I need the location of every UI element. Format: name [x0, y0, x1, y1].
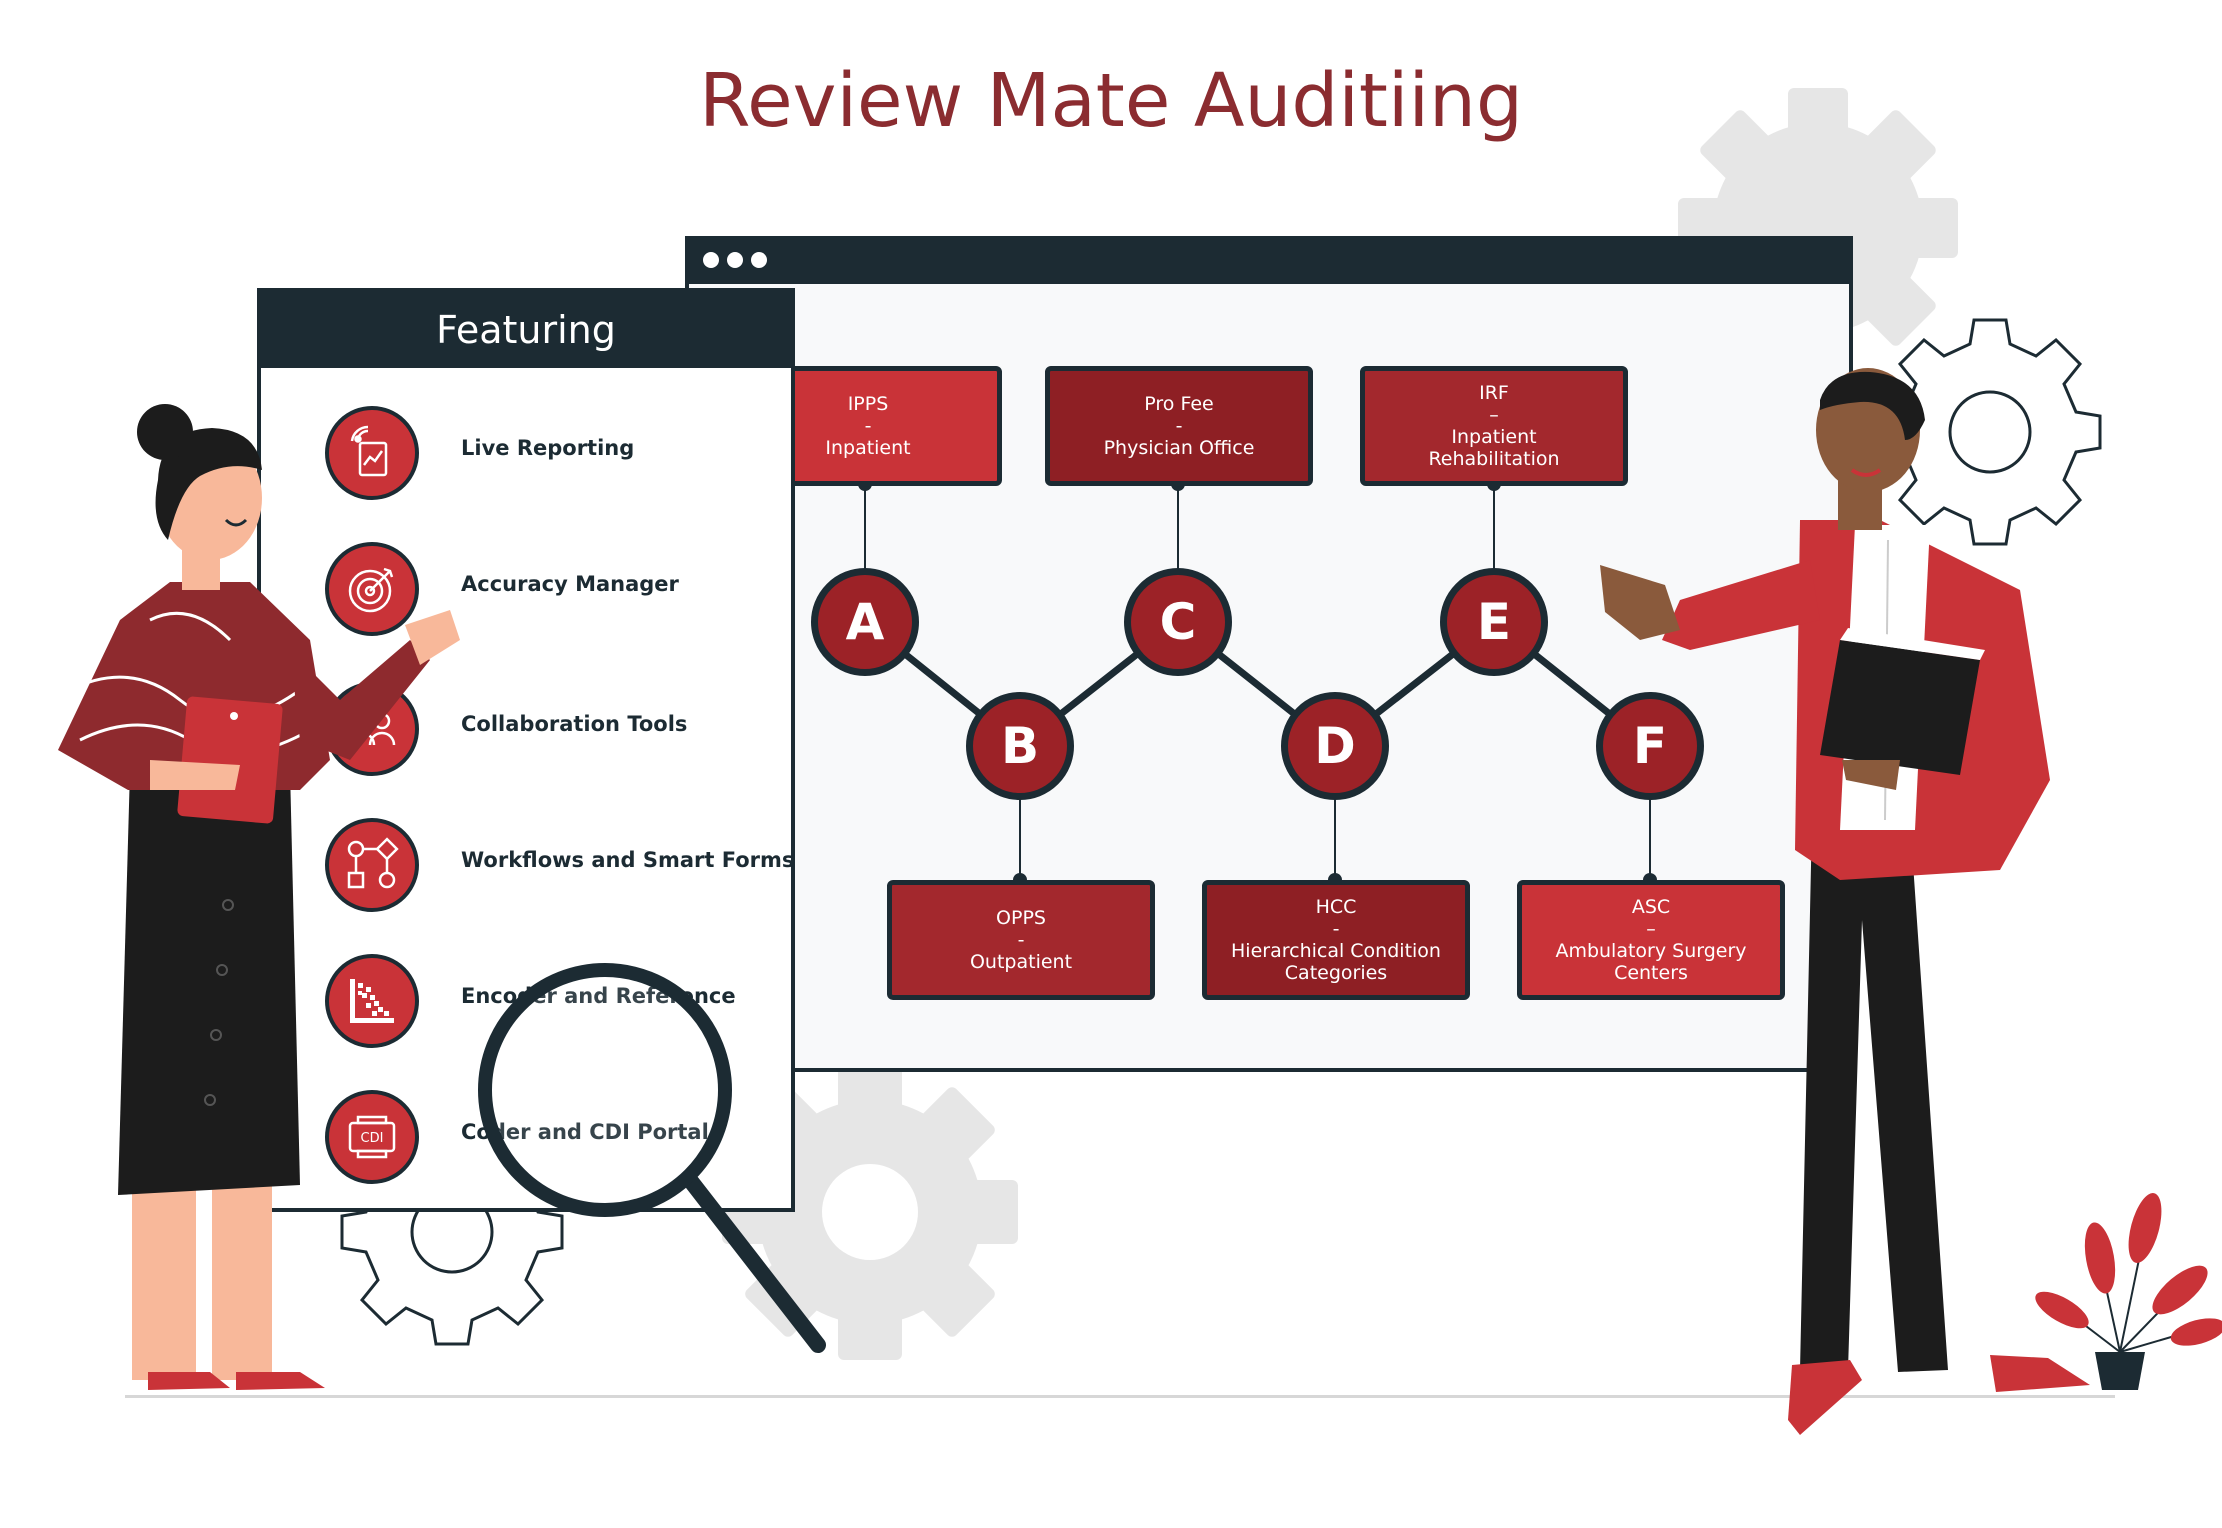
ground-line [125, 1395, 2115, 1398]
node-b: B [966, 692, 1074, 800]
node-box-d: HCC - Hierarchical Condition Categories [1202, 880, 1470, 1000]
window-dot-icon [727, 252, 743, 268]
box-separator: - [1017, 929, 1025, 951]
feature-label: Accuracy Manager [461, 572, 679, 596]
node-box-e: IRF – Inpatient Rehabilitation [1360, 366, 1628, 486]
window-dot-icon [703, 252, 719, 268]
feature-label: Live Reporting [461, 436, 635, 460]
browser-title-bar [685, 236, 1853, 284]
box-separator: - [1175, 415, 1183, 437]
workflow-icon [325, 818, 419, 912]
box-title: Pro Fee [1144, 393, 1214, 415]
box-subtitle: Outpatient [969, 951, 1073, 973]
box-subtitle: Inpatient [1451, 426, 1537, 448]
box-subtitle-2: Categories [1284, 962, 1388, 984]
node-box-b: OPPS - Outpatient [887, 880, 1155, 1000]
feature-item-live-reporting: Live Reporting [261, 398, 791, 508]
man-figure [1600, 368, 2090, 1435]
node-f: F [1596, 692, 1704, 800]
box-subtitle: Inpatient [825, 437, 911, 459]
gear-icon [722, 1064, 1018, 1360]
potted-plant [2035, 1193, 2222, 1390]
box-separator: – [1646, 918, 1656, 940]
box-subtitle-2: Rehabilitation [1428, 448, 1560, 470]
feature-item-cdi-portal: CDI Coder and CDI Portal [261, 1082, 791, 1192]
node-box-c: Pro Fee - Physician Office [1045, 366, 1313, 486]
box-separator: - [1332, 918, 1340, 940]
live-reporting-icon [325, 406, 419, 500]
box-separator: – [1489, 404, 1499, 426]
encoder-icon [325, 954, 419, 1048]
window-dot-icon [751, 252, 767, 268]
woman-figure [58, 404, 460, 1390]
node-e: E [1440, 568, 1548, 676]
box-subtitle: Ambulatory Surgery [1555, 940, 1747, 962]
box-title: IPPS [847, 393, 889, 415]
feature-label: Workflows and Smart Forms [461, 848, 795, 872]
feature-item-accuracy-manager: Accuracy Manager [261, 534, 791, 644]
node-box-f: ASC – Ambulatory Surgery Centers [1517, 880, 1785, 1000]
target-icon [325, 542, 419, 636]
feature-item-workflows: Workflows and Smart Forms [261, 810, 795, 920]
cdi-icon: CDI [325, 1090, 419, 1184]
node-c: C [1124, 568, 1232, 676]
cdi-text: CDI [361, 1131, 384, 1146]
node-a: A [811, 568, 919, 676]
box-title: IRF [1479, 382, 1509, 404]
box-subtitle-2: Centers [1614, 962, 1688, 984]
box-title: ASC [1631, 896, 1671, 918]
box-subtitle: Physician Office [1103, 437, 1255, 459]
page-title: Review Mate Auditiing [699, 58, 1523, 144]
box-title: HCC [1315, 896, 1357, 918]
box-subtitle: Hierarchical Condition [1231, 940, 1441, 962]
node-d: D [1281, 692, 1389, 800]
feature-item-encoder: Encoder and Reference [261, 946, 791, 1056]
box-title: OPPS [996, 907, 1046, 929]
box-separator: - [864, 415, 872, 437]
feature-label: Collaboration Tools [461, 712, 688, 736]
featuring-heading: Featuring [261, 292, 791, 368]
